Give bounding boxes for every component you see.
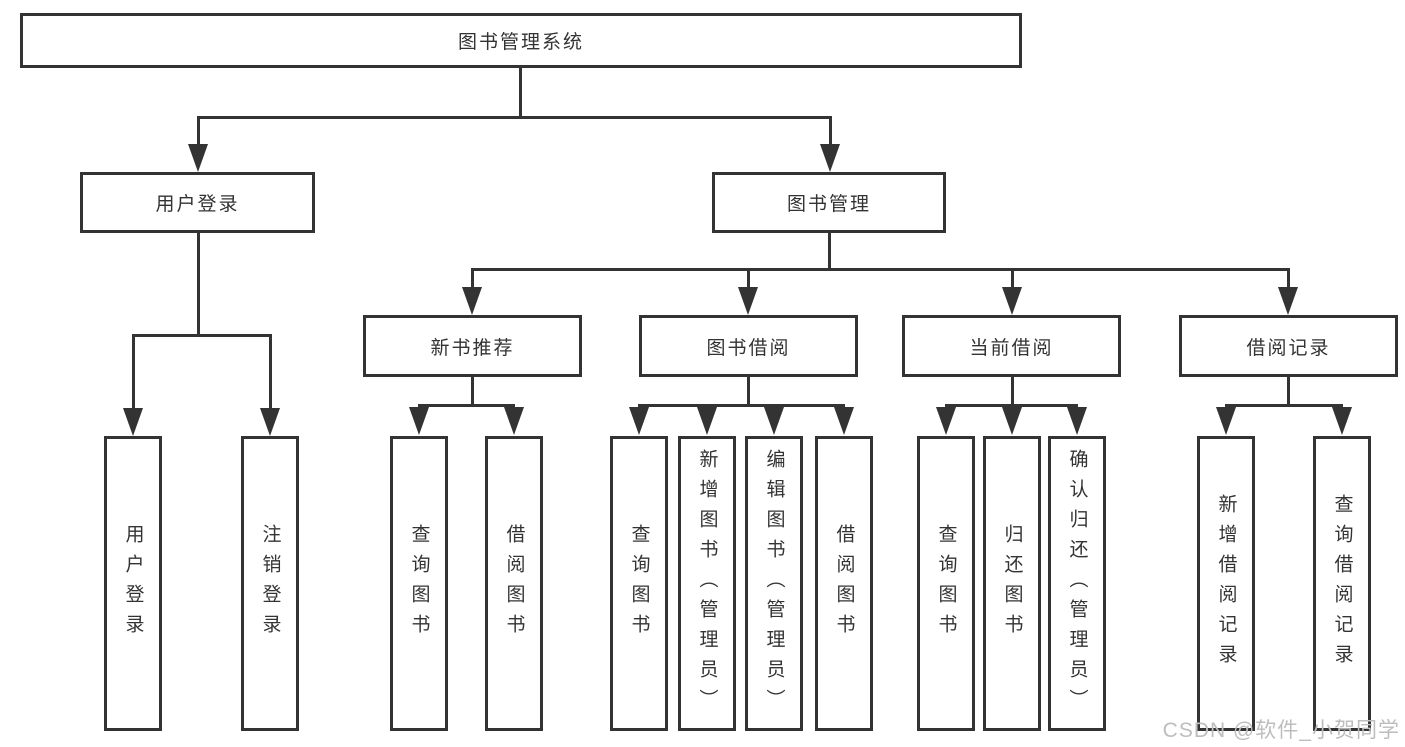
leaf-label: 新增图书（管理员）	[696, 448, 718, 719]
connector-line	[1011, 268, 1014, 290]
arrow-down-icon	[409, 407, 429, 435]
node-current-borrow: 当前借阅	[902, 315, 1121, 377]
connector-line	[1287, 268, 1290, 290]
arrow-down-icon	[629, 407, 649, 435]
connector-line	[945, 404, 1078, 407]
connector-line	[747, 377, 750, 407]
connector-line	[132, 334, 135, 410]
leaf-label: 借阅图书	[833, 523, 855, 644]
arrow-down-icon	[1216, 407, 1236, 435]
connector-line	[1011, 377, 1014, 407]
connector-line	[519, 68, 522, 118]
arrow-down-icon	[764, 407, 784, 435]
connector-line	[471, 268, 1290, 271]
arrow-down-icon	[936, 407, 956, 435]
node-book-borrow: 图书借阅	[639, 315, 858, 377]
node-borrow-records: 借阅记录	[1179, 315, 1398, 377]
node-book-management: 图书管理	[712, 172, 946, 233]
arrow-down-icon	[1002, 287, 1022, 315]
connector-line	[638, 404, 845, 407]
arrow-down-icon	[1332, 407, 1352, 435]
leaf-label: 注销登录	[259, 523, 281, 644]
connector-line	[829, 116, 832, 146]
leaf-borrow-books-recommend: 借阅图书	[485, 436, 543, 731]
arrow-down-icon	[123, 408, 143, 436]
leaf-label: 归还图书	[1001, 523, 1023, 644]
leaf-query-borrow-record: 查询借阅记录	[1313, 436, 1371, 731]
leaf-query-books-current: 查询图书	[917, 436, 975, 731]
leaf-query-books-borrow: 查询图书	[610, 436, 668, 731]
arrow-down-icon	[1002, 407, 1022, 435]
leaf-query-books-recommend: 查询图书	[390, 436, 448, 731]
arrow-down-icon	[697, 407, 717, 435]
connector-line	[269, 334, 272, 410]
connector-line	[1225, 404, 1343, 407]
connector-line	[471, 377, 474, 407]
arrow-down-icon	[820, 144, 840, 172]
connector-line	[1287, 377, 1290, 407]
connector-line	[747, 268, 750, 290]
leaf-add-book-admin: 新增图书（管理员）	[678, 436, 736, 731]
connector-line	[197, 233, 200, 336]
node-user-login: 用户登录	[80, 172, 315, 233]
leaf-label: 借阅图书	[503, 523, 525, 644]
leaf-label: 新增借阅记录	[1215, 493, 1237, 674]
arrow-down-icon	[1067, 407, 1087, 435]
leaf-label: 查询图书	[408, 523, 430, 644]
arrow-down-icon	[188, 144, 208, 172]
watermark: CSDN @软件_小贺同学	[1162, 719, 1400, 742]
leaf-edit-book-admin: 编辑图书（管理员）	[745, 436, 803, 731]
arrow-down-icon	[1278, 287, 1298, 315]
connector-line	[418, 404, 515, 407]
leaf-borrow-books: 借阅图书	[815, 436, 873, 731]
node-library-system: 图书管理系统	[20, 13, 1022, 68]
leaf-label: 查询借阅记录	[1331, 493, 1353, 674]
leaf-label: 查询图书	[935, 523, 957, 644]
connector-line	[828, 233, 831, 271]
arrow-down-icon	[504, 407, 524, 435]
connector-line	[132, 334, 272, 337]
connector-line	[197, 116, 200, 146]
leaf-return-book: 归还图书	[983, 436, 1041, 731]
node-new-book-recommend: 新书推荐	[363, 315, 582, 377]
arrow-down-icon	[738, 287, 758, 315]
leaf-label: 查询图书	[628, 523, 650, 644]
arrow-down-icon	[462, 287, 482, 315]
arrow-down-icon	[260, 408, 280, 436]
connector-line	[197, 116, 831, 119]
leaf-add-borrow-record: 新增借阅记录	[1197, 436, 1255, 731]
leaf-label: 确认归还（管理员）	[1066, 448, 1088, 719]
leaf-label: 编辑图书（管理员）	[763, 448, 785, 719]
connector-line	[471, 268, 474, 290]
leaf-confirm-return-admin: 确认归还（管理员）	[1048, 436, 1106, 731]
leaf-user-login: 用户登录	[104, 436, 162, 731]
leaf-label: 用户登录	[122, 523, 144, 644]
leaf-logout: 注销登录	[241, 436, 299, 731]
arrow-down-icon	[834, 407, 854, 435]
